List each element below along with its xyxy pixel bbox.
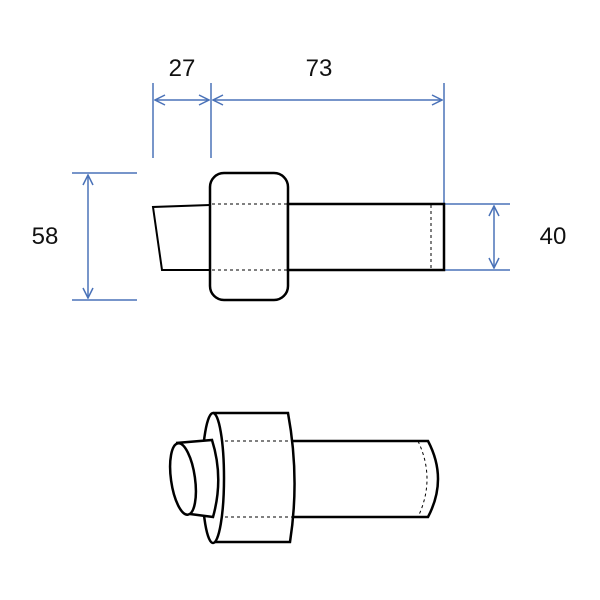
side-view	[151, 171, 446, 302]
shaft-3d	[288, 439, 440, 519]
dimension-label-40: 40	[539, 223, 567, 250]
shaft	[286, 202, 446, 272]
small-cylinder-face	[168, 442, 198, 516]
collar-3d	[213, 411, 296, 544]
dimension-label-58: 58	[31, 223, 59, 250]
hidden-lines	[212, 203, 432, 271]
beveled-end	[151, 204, 211, 271]
collar-block	[208, 171, 290, 302]
dimension-label-27: 27	[168, 55, 196, 82]
isometric-view	[168, 411, 440, 545]
dimension-label-73: 73	[305, 55, 333, 82]
dimension-lines	[72, 83, 510, 301]
